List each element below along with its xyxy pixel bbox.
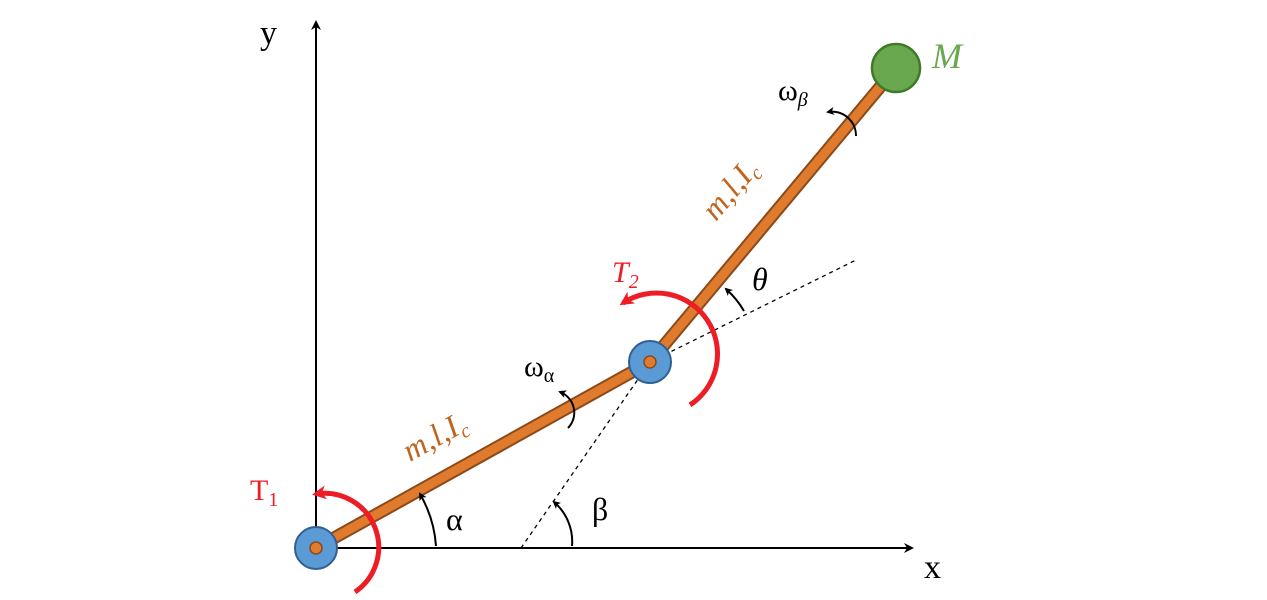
x-axis-label: x [924, 549, 941, 586]
beta-label: β [592, 491, 608, 527]
theta-reference-line [649, 259, 857, 363]
end-mass [870, 42, 922, 94]
alpha-angle-arc [418, 492, 437, 547]
beta-reference-line [520, 361, 651, 549]
omega-alpha-arc [558, 390, 576, 429]
joint-2 [628, 340, 672, 384]
torque-t1-label: T1 [250, 474, 278, 511]
mass-label: M [931, 36, 964, 76]
theta-angle-arc [724, 287, 745, 312]
omega-beta-label: ωβ [778, 74, 808, 111]
y-axis-label: y [260, 15, 277, 52]
omega-beta-arc [826, 107, 858, 137]
beta-angle-arc [552, 500, 574, 547]
torque-t1-arc [312, 485, 382, 595]
omega-alpha-label: ωα [524, 350, 555, 387]
alpha-label: α [446, 501, 463, 537]
torque-t2-arc [619, 290, 720, 408]
torque-t2-label: T2 [612, 256, 639, 293]
link-2-label: m,l,Ic [694, 152, 768, 230]
joint-1 [294, 526, 338, 570]
theta-label: θ [752, 261, 768, 297]
link-2 [646, 65, 900, 365]
